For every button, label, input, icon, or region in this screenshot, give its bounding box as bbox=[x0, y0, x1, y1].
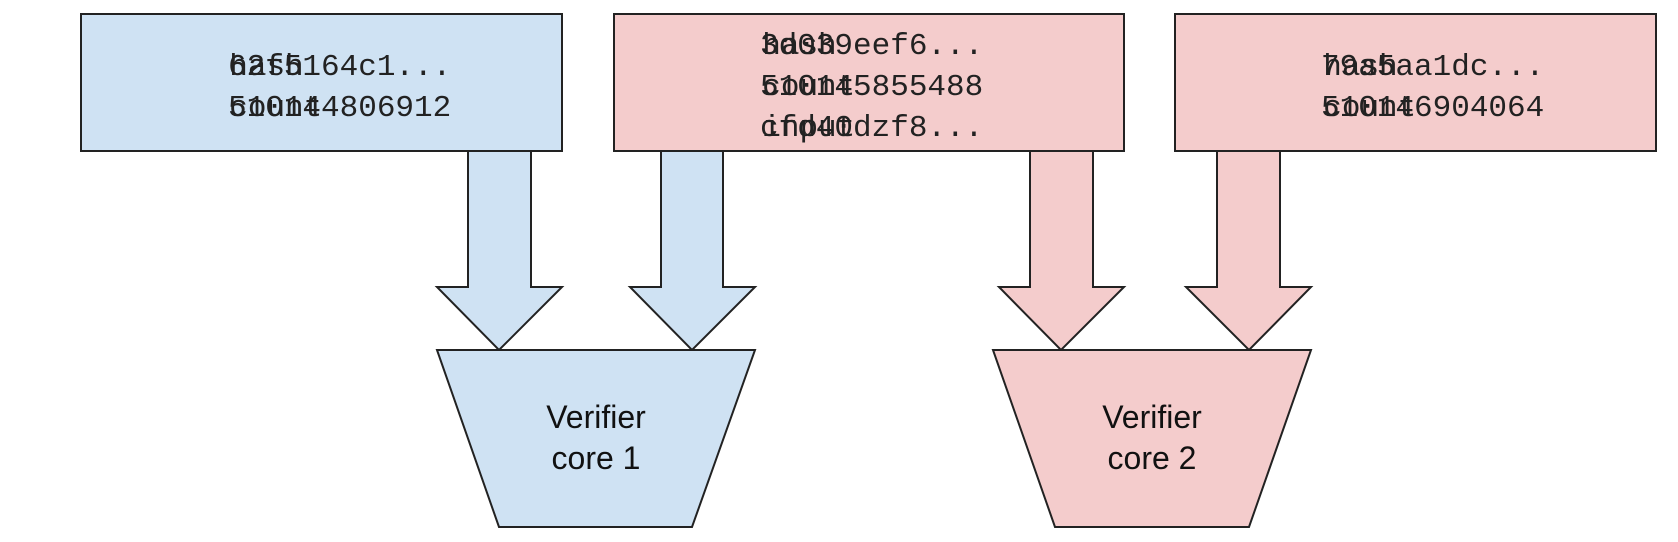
svg-text:count 510146904064: count 510146904064 bbox=[1193, 91, 1637, 126]
box2-count-key: count bbox=[762, 70, 855, 105]
box3-count-key: count bbox=[1323, 91, 1416, 126]
svg-text:input cfd40dzf8...: input cfd40dzf8... bbox=[632, 111, 1076, 146]
arrow-box2-to-core2 bbox=[996, 150, 1127, 352]
data-box-3: hash 79a5aa1dc... count 510146904064 bbox=[1174, 13, 1657, 152]
box3-hash-key: hash bbox=[1323, 50, 1397, 85]
box2-hash-key: hash bbox=[762, 29, 836, 64]
svg-text:hash 62f5164c1...: hash 62f5164c1... bbox=[99, 50, 544, 85]
box1-hash-key: hash bbox=[229, 50, 303, 85]
box2-input-key: input bbox=[762, 111, 855, 146]
data-box-1: hash 62f5164c1... count 510144806912 bbox=[80, 13, 563, 152]
box1-hash-value: 62f5164c1... bbox=[228, 50, 451, 85]
core2-line1: Verifier bbox=[1102, 399, 1202, 435]
box1-count-value: 510144806912 bbox=[228, 91, 451, 126]
data-box-2: hash 3d039eef6... count 510145855488 inp… bbox=[613, 13, 1125, 152]
arrow-box3-to-core2 bbox=[1183, 150, 1314, 352]
core1-line2: core 1 bbox=[552, 440, 641, 476]
box2-hash-value: 3d039eef6... bbox=[760, 29, 983, 64]
svg-text:hash 79a5aa1dc...: hash 79a5aa1dc... bbox=[1193, 50, 1637, 85]
core2-line2: core 2 bbox=[1108, 440, 1197, 476]
svg-text:hash 3d039eef6...: hash 3d039eef6... bbox=[632, 29, 1076, 64]
box1-count-key: count bbox=[229, 91, 322, 126]
arrow-box1-to-core1 bbox=[434, 150, 565, 352]
svg-text:count 510144806912: count 510144806912 bbox=[99, 91, 544, 126]
arrow-box2-to-core1 bbox=[627, 150, 758, 352]
box2-count-value: 510145855488 bbox=[760, 70, 983, 105]
box3-count-value: 510146904064 bbox=[1321, 91, 1544, 126]
box3-hash-value: 79a5aa1dc... bbox=[1321, 50, 1544, 85]
box2-input-value: cfd40dzf8... bbox=[760, 111, 983, 146]
verifier-core-1: Verifier core 1 bbox=[435, 349, 757, 528]
verifier-core-2: Verifier core 2 bbox=[991, 349, 1313, 528]
svg-text:count 510145855488: count 510145855488 bbox=[632, 70, 1076, 105]
core1-line1: Verifier bbox=[546, 399, 646, 435]
